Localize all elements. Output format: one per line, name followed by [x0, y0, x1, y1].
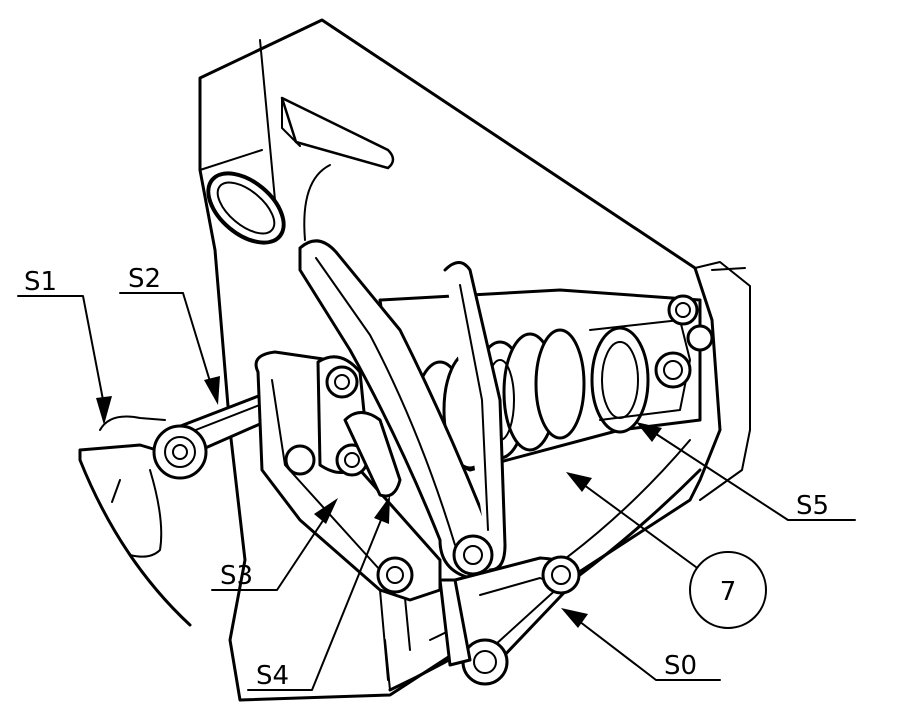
callout-s2-leader	[119, 292, 220, 405]
callout-s5-leader	[636, 422, 856, 521]
balloon-7-label: 7	[720, 577, 737, 607]
lower-link	[379, 555, 581, 686]
label-s4: S4	[256, 661, 289, 691]
wheel-fragment	[78, 415, 192, 627]
label-s5: S5	[796, 491, 829, 521]
callout-7-leader	[566, 472, 701, 571]
callout-s4-leader	[247, 496, 390, 691]
callout-s3-leader	[211, 498, 338, 591]
frame-pivot	[206, 171, 286, 245]
label-s1: S1	[24, 267, 57, 297]
label-s0: S0	[664, 651, 697, 681]
callout-s1-leader	[17, 295, 112, 425]
label-s3: S3	[220, 561, 253, 591]
balloon-7-circle	[689, 551, 767, 629]
callout-s0-leader	[561, 608, 721, 681]
short-link	[316, 355, 402, 498]
label-s2: S2	[128, 264, 161, 294]
